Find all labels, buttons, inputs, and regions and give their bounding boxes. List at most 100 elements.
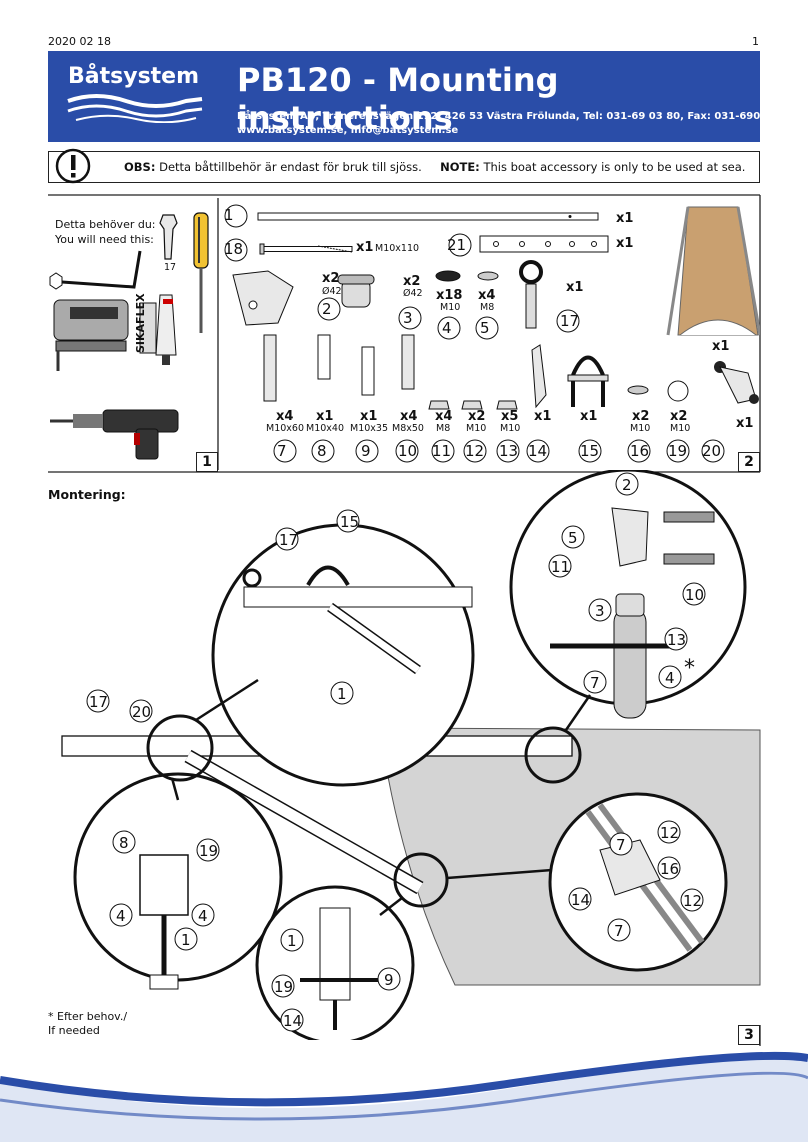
part-7-number: 7 <box>277 442 287 460</box>
part-10-qty: x4 <box>400 409 418 424</box>
assembly-diagram <box>61 470 761 1040</box>
section-number-1: 1 <box>196 452 218 472</box>
part-19-qty: x2 <box>670 409 688 424</box>
assembly-asterisk: * <box>684 656 695 681</box>
obs-label: OBS: <box>124 160 156 174</box>
ubolt-part-icon <box>531 344 609 409</box>
part-11-qty: x4 <box>435 409 453 424</box>
company-address: Båtsystem AB, Traneredsvägen 112, 426 53… <box>237 111 785 122</box>
part-3-size: Ø42 <box>403 288 423 299</box>
eye-bolt-icon <box>519 260 543 329</box>
footnote-line2: If needed <box>48 1024 100 1037</box>
company-contact: www.batsystem.se, info@batsystem.se <box>237 125 459 136</box>
long-bolt-icon <box>259 243 353 255</box>
part-8-qty: x1 <box>316 409 334 424</box>
part-9-qty: x1 <box>360 409 378 424</box>
part-21-number: 21 <box>447 236 467 254</box>
part-8-size: M10x40 <box>306 423 344 434</box>
pulpit-icon <box>666 206 760 336</box>
bracket-part-icon <box>232 270 294 326</box>
document-date: 2020 02 18 <box>48 35 111 48</box>
part-12-size: M10 <box>466 423 487 434</box>
assembly-label-12: 12 <box>660 824 680 842</box>
part-5-qty: x4 <box>478 288 496 303</box>
exclamation-icon <box>55 148 91 184</box>
assembly-label-7: 7 <box>590 674 600 692</box>
parts-illustration <box>232 206 760 410</box>
assembly-label-7b: 7 <box>616 836 626 854</box>
part-19-size: M10 <box>670 423 691 434</box>
part-18-size: M10x110 <box>375 243 420 254</box>
part-12-qty: x2 <box>468 409 486 424</box>
bolts-row-icon <box>263 334 518 410</box>
washer-19-icon <box>667 380 689 402</box>
assembly-label-11: 11 <box>551 558 571 576</box>
assembly-label-1b: 1 <box>181 931 191 949</box>
assembly-label-5: 5 <box>568 529 578 547</box>
allen-key-icon <box>49 250 142 290</box>
part-4-number: 4 <box>442 319 452 337</box>
assembly-label-1c: 1 <box>287 932 297 950</box>
assembly-label-3: 3 <box>595 602 605 620</box>
part-14-qty: x1 <box>534 409 552 424</box>
wrench-size: 17 <box>164 262 177 273</box>
part-14-number: 14 <box>528 442 548 460</box>
wrench-icon <box>159 214 178 260</box>
part-2-size: Ø42 <box>322 286 342 297</box>
notice-box: OBS: Detta båttillbehör är endast för br… <box>48 148 760 184</box>
jigsaw-icon <box>53 299 129 371</box>
part-5-number: 5 <box>480 319 490 337</box>
part-16-number: 16 <box>630 442 650 460</box>
sealant-icon <box>139 294 177 365</box>
company-logo: Båtsystem <box>68 64 200 89</box>
assembly-label-7c: 7 <box>614 922 624 940</box>
header-banner: Båtsystem PB120 - Mounting instructions … <box>48 51 785 142</box>
assembly-label-14b: 14 <box>283 1012 303 1030</box>
part-15-number: 15 <box>580 442 600 460</box>
note-label: NOTE: <box>440 160 480 174</box>
part-12-number: 12 <box>465 442 485 460</box>
part-13-qty: x5 <box>501 409 519 424</box>
page-title: PB120 - Mounting instructions <box>237 61 559 137</box>
assembly-heading: Montering: <box>48 487 126 502</box>
part-1-qty: x1 <box>616 211 634 226</box>
assembly-label-12b: 12 <box>683 892 703 910</box>
assembly-label-1: 1 <box>337 685 347 703</box>
plate-part-icon <box>479 235 609 253</box>
part-9-number: 9 <box>361 442 371 460</box>
screwdriver-icon <box>193 212 209 333</box>
assembly-label-19: 19 <box>199 842 219 860</box>
part-8-number: 8 <box>317 442 327 460</box>
part-4-qty: x18 <box>436 288 463 303</box>
tools-heading-sv: Detta behöver du: <box>55 218 156 231</box>
assembly-label-13: 13 <box>667 631 687 649</box>
part-9-size: M10x35 <box>350 423 388 434</box>
part-17-number: 17 <box>560 312 580 330</box>
assembly-label-19b: 19 <box>274 978 294 996</box>
part-number-circles <box>224 204 725 463</box>
part-16-qty: x2 <box>632 409 650 424</box>
part-2-number: 2 <box>322 300 332 318</box>
part-13-size: M10 <box>500 423 521 434</box>
part-1-number: 1 <box>224 206 234 224</box>
part-10-size: M8x50 <box>392 423 424 434</box>
page-number: 1 <box>752 35 759 48</box>
part-18-number: 18 <box>224 240 244 258</box>
cap-part-icon <box>337 274 375 308</box>
part-10-number: 10 <box>398 442 418 460</box>
part-11-number: 11 <box>432 442 452 460</box>
assembly-label-4: 4 <box>665 669 675 687</box>
footnote-line1: * Efter behov./ <box>48 1010 128 1023</box>
assembly-label-9: 9 <box>384 971 394 989</box>
part-4-size: M10 <box>440 302 461 313</box>
assembly-label-20: 20 <box>132 703 152 721</box>
footer-wave <box>0 1051 808 1142</box>
assembly-label-16: 16 <box>660 860 680 878</box>
assembly-label-14: 14 <box>571 891 591 909</box>
part-17-qty: x1 <box>566 280 584 295</box>
wave-logo-icon <box>67 94 203 123</box>
part-18-qty: x1 <box>356 240 374 255</box>
assembly-label-4b: 4 <box>116 907 126 925</box>
drill-icon <box>50 409 179 460</box>
note-text: This boat accessory is only to be used a… <box>483 160 746 174</box>
